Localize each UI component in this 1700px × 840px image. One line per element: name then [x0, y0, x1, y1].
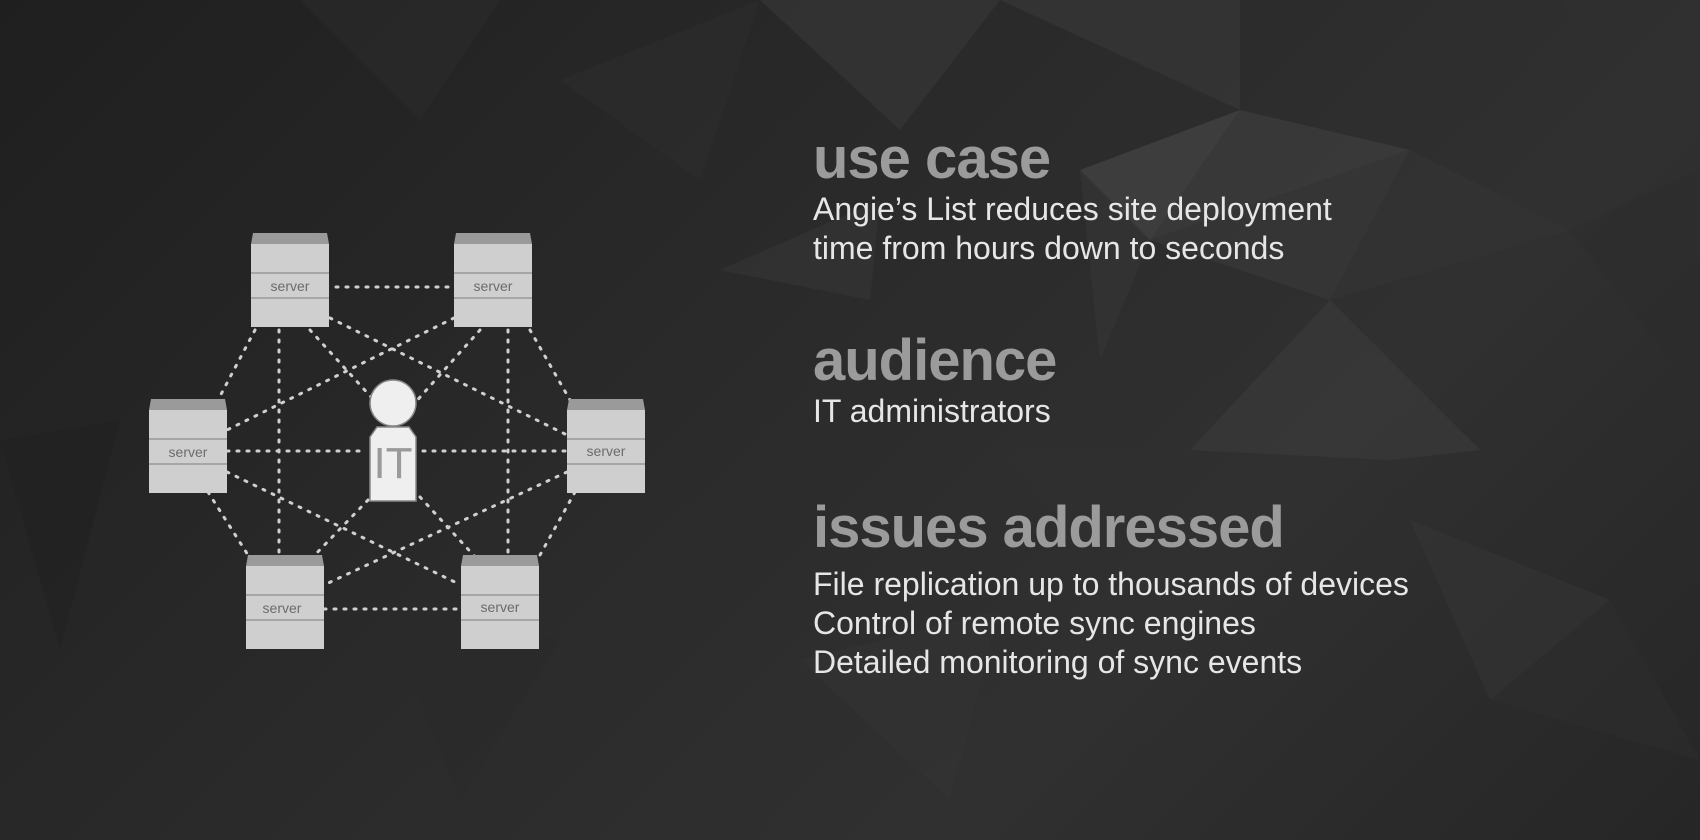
- server-label: server: [263, 600, 302, 616]
- server-label: server: [474, 278, 513, 294]
- issues-section: issues addressed File replication up to …: [813, 497, 1409, 682]
- server-label: server: [271, 278, 310, 294]
- server-top-left: server: [251, 233, 329, 327]
- server-middle-left: server: [149, 399, 227, 493]
- issues-line: Detailed monitoring of sync events: [813, 644, 1303, 680]
- server-middle-right: server: [567, 399, 645, 493]
- use-case-line: time from hours down to seconds: [813, 230, 1285, 266]
- use-case-section: use case Angie’s List reduces site deplo…: [813, 128, 1332, 268]
- it-person-icon: IT: [369, 379, 417, 502]
- server-label: server: [481, 599, 520, 615]
- connector-lines: [206, 285, 577, 611]
- server-bottom-right: server: [461, 555, 539, 649]
- server-label: server: [169, 444, 208, 460]
- issues-heading: issues addressed: [813, 495, 1285, 560]
- use-case-line: Angie’s List reduces site deployment: [813, 191, 1332, 227]
- server-label: server: [587, 443, 626, 459]
- issues-line: Control of remote sync engines: [813, 605, 1256, 641]
- it-label: IT: [373, 439, 412, 488]
- audience-section: audience IT administrators: [813, 328, 1057, 431]
- server-top-right: server: [454, 233, 532, 327]
- audience-heading: audience: [813, 328, 1057, 393]
- use-case-heading: use case: [813, 126, 1051, 191]
- audience-line: IT administrators: [813, 393, 1051, 429]
- issues-line: File replication up to thousands of devi…: [813, 566, 1409, 602]
- server-bottom-left: server: [246, 555, 324, 649]
